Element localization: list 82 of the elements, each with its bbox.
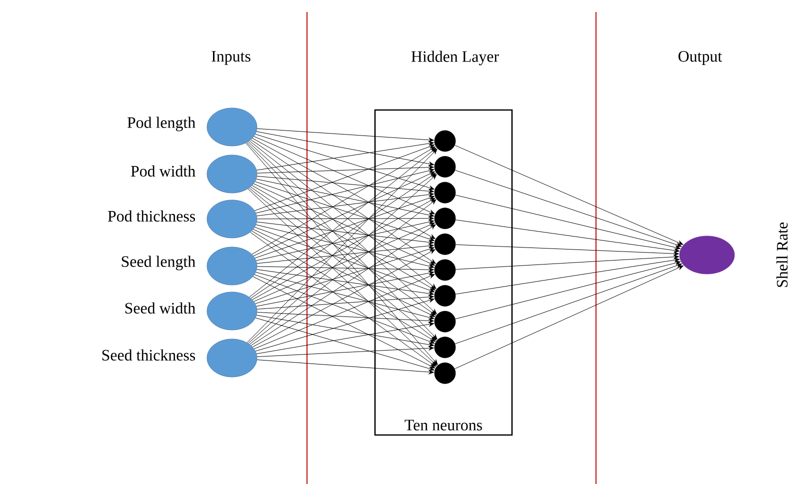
output-label: Shell Rate — [776, 222, 788, 287]
layer-caption: Ten neurons — [404, 420, 482, 430]
hidden-neuron — [434, 156, 456, 178]
arrow — [454, 145, 684, 245]
arrow — [252, 276, 436, 368]
input-node — [206, 108, 258, 146]
arrow — [256, 272, 434, 320]
layer-heading: Inputs — [212, 51, 250, 65]
arrow — [256, 176, 434, 194]
input-node — [206, 292, 258, 330]
arrow — [256, 224, 434, 268]
arrow — [455, 194, 680, 250]
arrow — [255, 298, 434, 352]
layer-heading: Hidden Layer — [411, 50, 499, 66]
hidden-neuron — [434, 182, 456, 204]
arrow — [256, 141, 434, 170]
arrow — [252, 249, 436, 348]
hidden-neuron — [434, 234, 456, 255]
hidden-neuron — [434, 285, 456, 306]
arrow — [255, 246, 434, 304]
arrow — [253, 184, 435, 266]
arrow — [455, 258, 680, 294]
arrow — [256, 270, 434, 307]
input-node — [206, 338, 258, 378]
arrow — [256, 294, 434, 310]
hidden-neuron — [434, 208, 456, 230]
input-node — [206, 246, 258, 286]
arrow — [256, 131, 434, 166]
arrow — [455, 254, 679, 270]
arrow — [253, 229, 436, 317]
arrow — [250, 186, 436, 316]
layer-box — [374, 109, 513, 436]
arrow — [454, 170, 682, 247]
arrow — [455, 260, 681, 320]
hidden-neuron — [434, 130, 456, 152]
input-node — [206, 200, 258, 238]
arrow — [256, 216, 434, 221]
arrow — [254, 181, 434, 242]
input-label: Pod length — [127, 116, 196, 132]
arrow — [256, 312, 434, 323]
input-label: Seed width — [125, 302, 196, 314]
hidden-neuron — [434, 259, 456, 281]
arrow — [256, 346, 434, 357]
arrow — [255, 134, 434, 190]
arrow — [255, 318, 434, 371]
arrow — [256, 178, 434, 218]
arrow — [256, 220, 434, 261]
hidden-neuron — [434, 362, 456, 384]
arrow — [256, 269, 434, 296]
arrow — [256, 322, 434, 354]
arrow — [256, 222, 434, 244]
hidden-neuron — [434, 336, 456, 358]
input-label: Seed length — [122, 256, 196, 270]
input-label: Seed thickness — [102, 349, 196, 361]
arrow — [256, 168, 434, 214]
arrow — [256, 314, 434, 347]
arrow — [250, 172, 436, 298]
arrow — [256, 128, 434, 142]
arrow — [256, 266, 434, 272]
arrow — [454, 263, 682, 344]
arrow — [256, 165, 434, 174]
arrow — [455, 220, 680, 253]
arrow — [253, 171, 435, 256]
arrow — [252, 198, 436, 300]
layer-heading: Output — [678, 51, 722, 65]
hidden-neuron — [434, 310, 456, 332]
output-node — [679, 236, 735, 274]
arrow — [256, 360, 434, 374]
arrow — [248, 188, 437, 366]
arrow — [254, 222, 435, 302]
arrow — [254, 196, 435, 258]
arrow — [252, 185, 436, 290]
arrow — [254, 226, 435, 292]
input-label: Pod width — [130, 165, 196, 177]
input-label: Pod thickness — [108, 210, 196, 222]
arrow — [256, 192, 434, 216]
arrow — [454, 265, 684, 370]
input-node — [206, 154, 258, 194]
arrow — [256, 244, 434, 264]
arrow — [252, 138, 436, 239]
arrow — [455, 244, 679, 256]
arrow — [250, 232, 436, 367]
